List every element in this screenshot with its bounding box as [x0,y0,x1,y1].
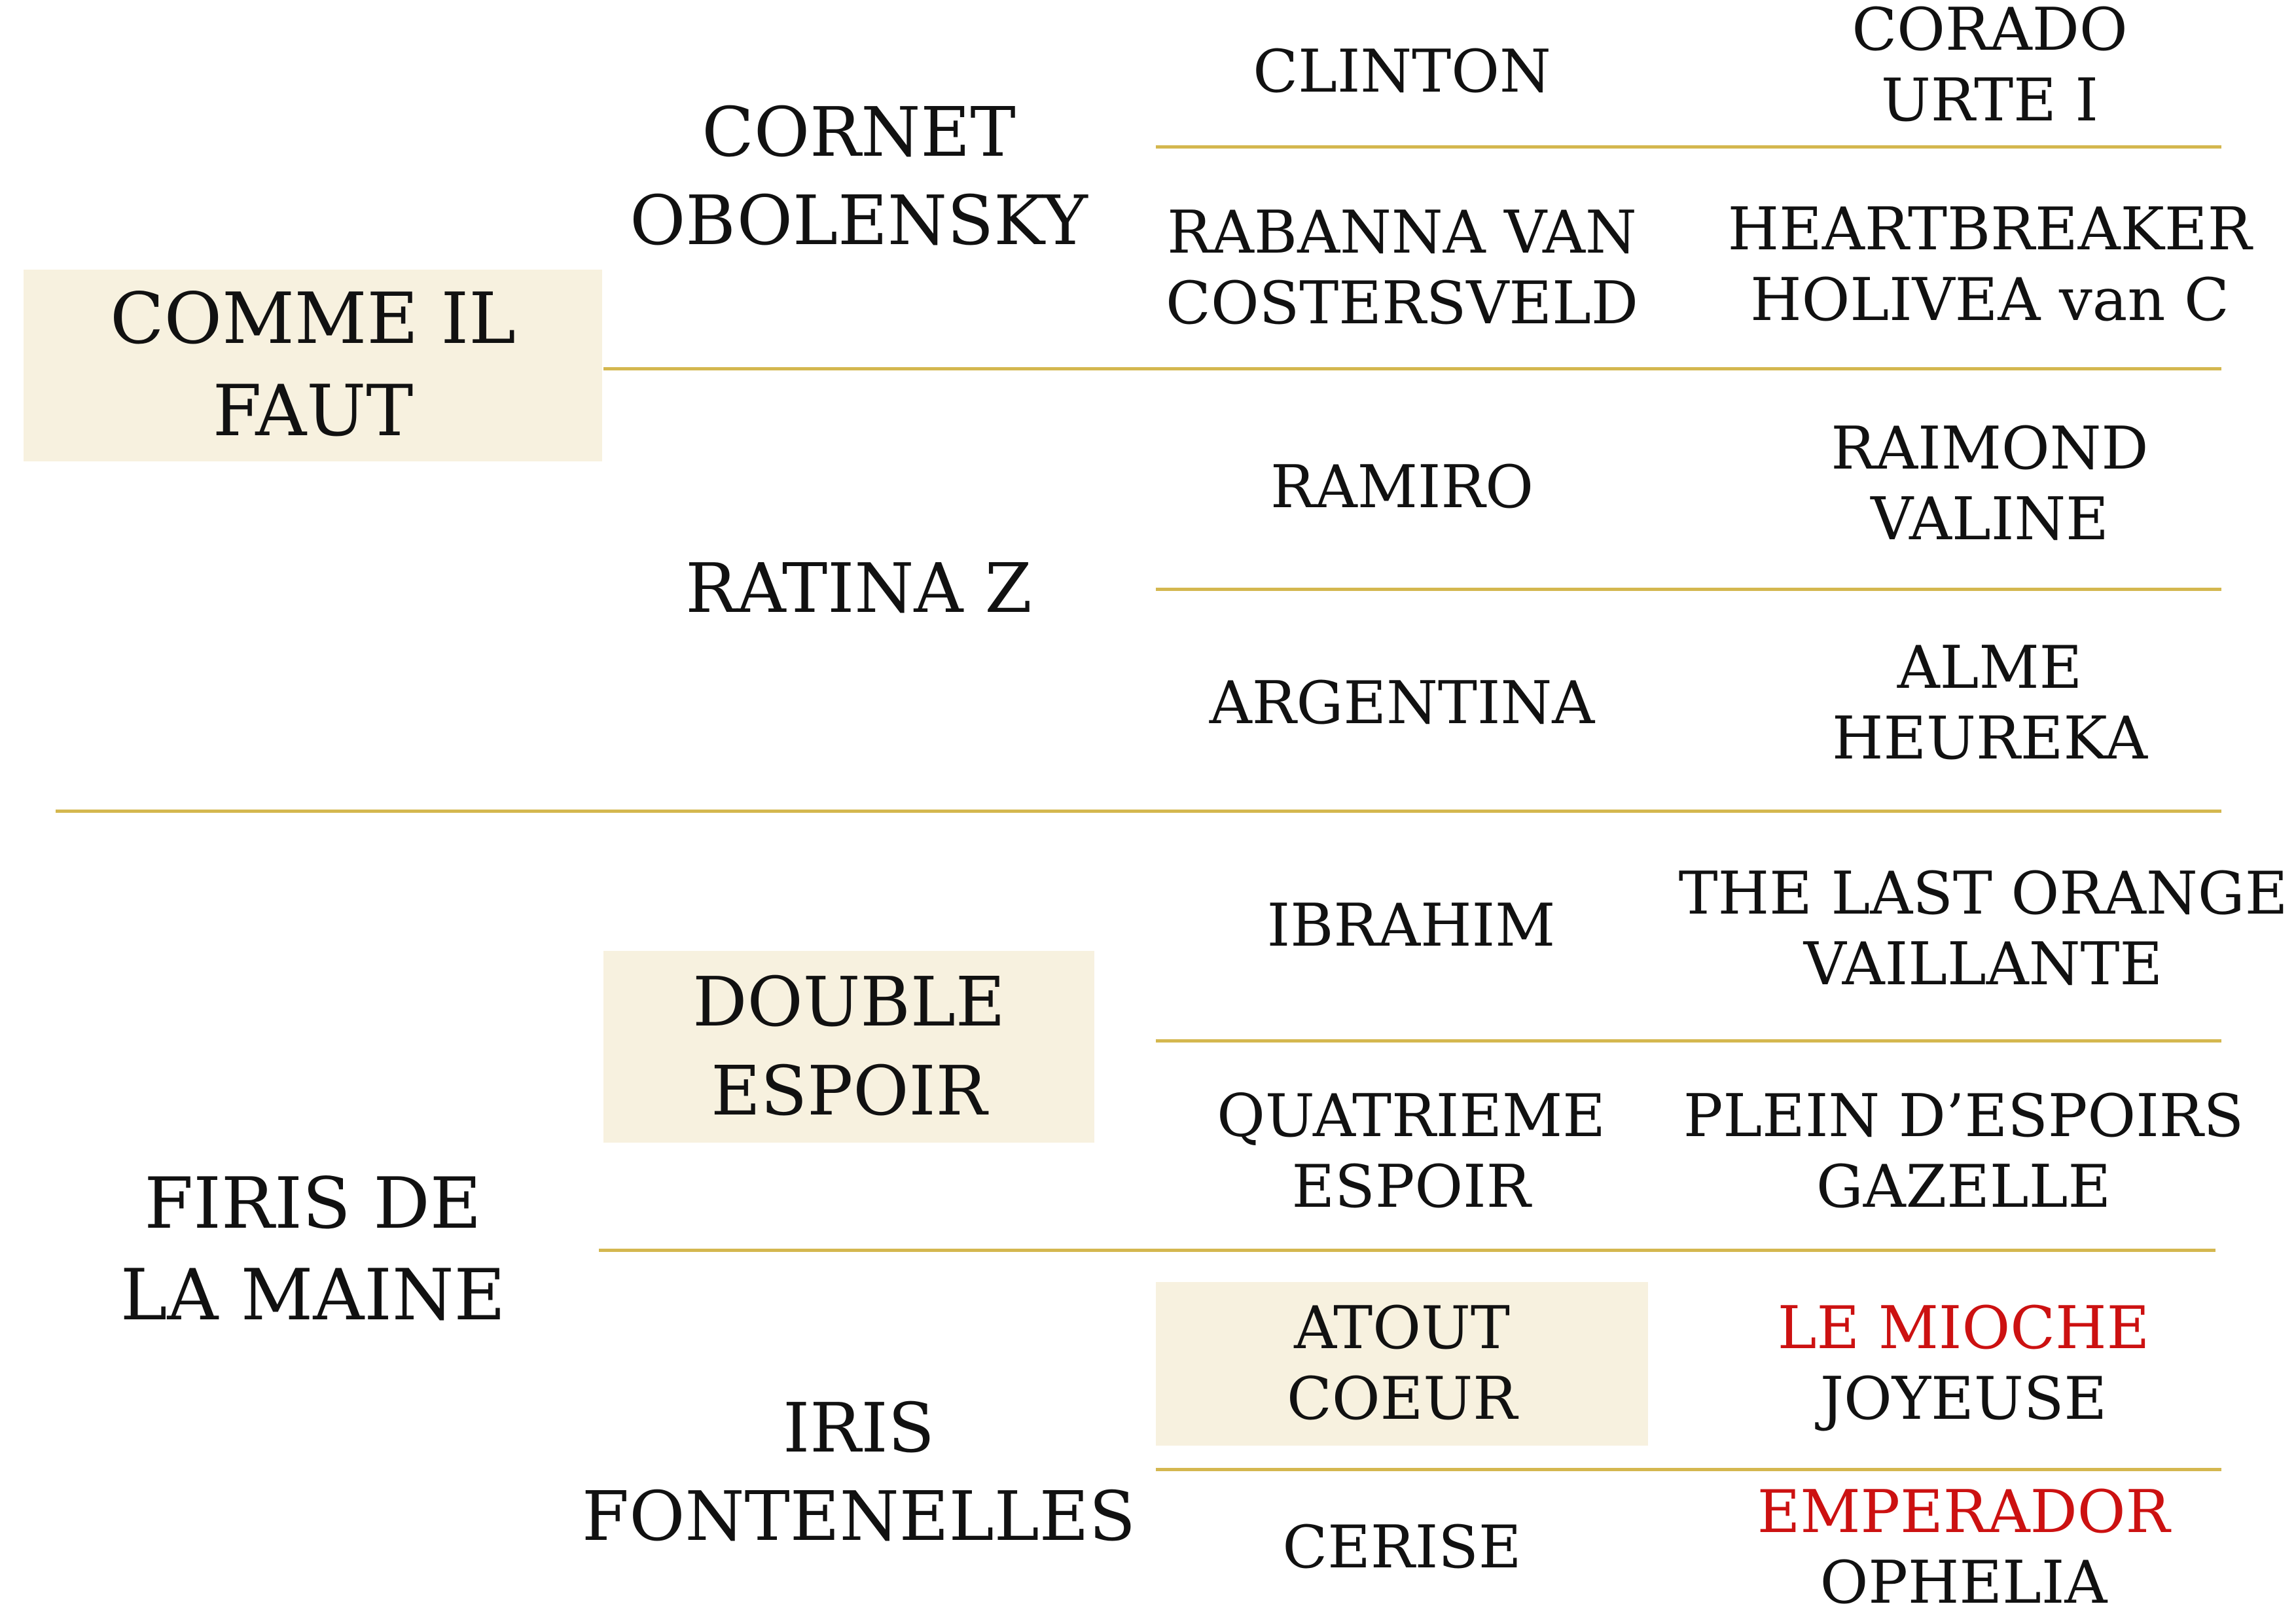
ds-dam-name-line1: QUATRIEME [1217,1082,1605,1150]
dd-sire-parents-line2: JOYEUSE [1820,1364,2108,1433]
ss-dam-parents-line1: HEARTBREAKER [1727,195,2252,264]
dd-sire-name: ATOUT COEUR [1156,1282,1648,1446]
ds-sire-parents: THE LAST ORANGE VAILLANTE [1679,851,2288,1008]
dam-dam-name-line2: FONTENELLES [582,1476,1136,1556]
dam-name-line2: LA MAINE [120,1255,506,1336]
divider-gen2-a [603,367,2221,370]
sire-sire-name-line2: OBOLENSKY [630,181,1088,260]
dd-dam-name: CERISE [1156,1505,1648,1590]
dam-sire-name-line1: DOUBLE [692,962,1005,1043]
divider-gen3-c [1156,1039,2221,1043]
sd-dam-parents-line1: ALME [1897,633,2083,702]
dam-dam-name: IRIS FONTENELLES [582,1374,1136,1571]
dd-sire-parents-line1: LE MIOCHE [1777,1294,2150,1363]
sd-dam-parents-line2: HEUREKA [1831,704,2148,773]
sire-name-line2: FAUT [212,370,414,452]
ds-dam-parents: PLEIN D’ESPOIRS GAZELLE [1676,1073,2251,1230]
dd-sire-name-line2: COEUR [1287,1364,1517,1433]
sire-sire-name: CORNET OBOLENSKY [603,79,1114,275]
ss-sire-name-line1: CLINTON [1253,37,1551,106]
ss-sire-parents-line1: CORADO [1852,0,2128,64]
ds-sire-parents-line1: THE LAST ORANGE [1678,859,2288,928]
divider-gen3-b [1156,588,2221,591]
highlight-dam-sire [603,951,1094,1143]
sd-sire-parents-line1: RAIMOND [1831,414,2149,483]
ds-dam-name: QUATRIEME ESPOIR [1156,1073,1666,1230]
ss-sire-parents-line2: URTE I [1881,66,2098,135]
ss-dam-name-line1: RABANNA VAN [1167,198,1637,267]
ds-dam-name-line2: ESPOIR [1291,1152,1531,1221]
sd-sire-name-line1: RAMIRO [1270,453,1534,522]
dam-name-line1: FIRIS DE [144,1162,482,1245]
ds-sire-parents-line2: VAILLANTE [1803,930,2163,999]
sd-dam-name: ARGENTINA [1156,661,1648,746]
dd-dam-parents-line1: EMPERADOR [1757,1478,2170,1546]
ss-dam-parents-line2: HOLIVEA van C [1750,266,2229,334]
ss-sire-parents: CORADO URTE I [1702,0,2278,137]
dd-dam-parents-line2: OPHELIA [1820,1548,2108,1617]
dd-sire-name-line1: ATOUT [1294,1294,1510,1363]
divider-gen3-d [1156,1468,2221,1471]
dam-sire-name-line2: ESPOIR [711,1050,987,1131]
sire-name-line1: COMME IL [110,278,516,361]
sire-dam-name: RATINA Z [603,537,1114,641]
sd-sire-name: RAMIRO [1156,445,1648,530]
sd-dam-name-line1: ARGENTINA [1209,669,1595,738]
dam-sire-name: DOUBLE ESPOIR [603,951,1094,1143]
divider-gen3-a [1156,145,2221,149]
dam-dam-name-line1: IRIS [783,1387,935,1468]
divider-gen1 [56,810,2221,813]
ds-sire-name: IBRAHIM [1156,883,1666,969]
dd-sire-parents: LE MIOCHE JOYEUSE [1676,1285,2251,1442]
sire-sire-name-line1: CORNET [702,92,1016,172]
dam-name: FIRIS DE LA MAINE [24,1152,602,1348]
ss-dam-name-line2: COSTERSVELD [1165,269,1639,338]
sire-dam-name-line1: RATINA Z [685,548,1032,629]
ss-dam-parents: HEARTBREAKER HOLIVEA van C [1702,187,2278,344]
ds-sire-name-line1: IBRAHIM [1266,891,1556,960]
highlight-dam-dam-sire [1156,1282,1648,1446]
divider-gen2-b [599,1249,2215,1252]
ss-sire-name: CLINTON [1156,29,1648,115]
highlight-sire [24,270,602,461]
ds-dam-parents-line1: PLEIN D’ESPOIRS [1683,1082,2244,1150]
sire-name: COMME IL FAUT [24,270,602,461]
dd-dam-name-line1: CERISE [1282,1513,1522,1582]
ss-dam-name: RABANNA VAN COSTERSVELD [1156,190,1648,347]
ds-dam-parents-line2: GAZELLE [1816,1152,2111,1221]
dd-dam-parents: EMPERADOR OPHELIA [1676,1472,2251,1623]
sd-dam-parents: ALME HEUREKA [1702,625,2278,782]
sd-sire-parents-line2: VALINE [1871,485,2109,554]
sd-sire-parents: RAIMOND VALINE [1702,406,2278,563]
